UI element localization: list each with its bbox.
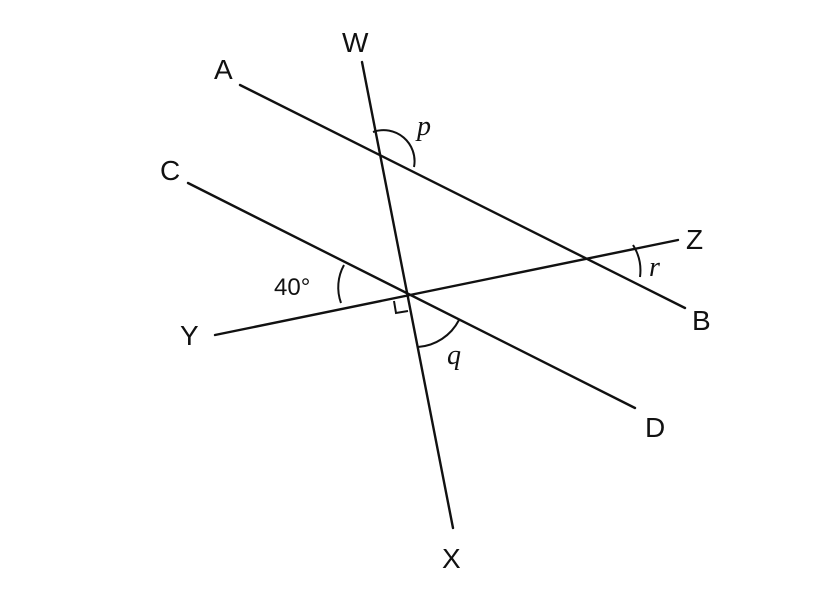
label-c: C — [160, 155, 180, 186]
line-ab — [238, 83, 687, 310]
angle-arc-q — [417, 319, 460, 348]
angle-label-q: q — [447, 340, 461, 371]
angle-label-p: p — [415, 111, 431, 142]
angle-label-r: r — [649, 252, 660, 283]
angle-arc-p — [372, 129, 416, 168]
angle-arc-40 — [337, 264, 345, 304]
label-w: W — [342, 27, 369, 58]
label-a: A — [214, 54, 233, 85]
line-yz — [213, 238, 680, 337]
label-y: Y — [180, 320, 199, 351]
right-angle-marker — [393, 300, 409, 315]
angle-arc-r — [632, 244, 642, 278]
label-d: D — [645, 412, 665, 443]
label-z: Z — [686, 224, 703, 255]
label-b: B — [692, 305, 711, 336]
label-x: X — [442, 543, 461, 574]
angle-label-40: 40° — [274, 274, 310, 301]
